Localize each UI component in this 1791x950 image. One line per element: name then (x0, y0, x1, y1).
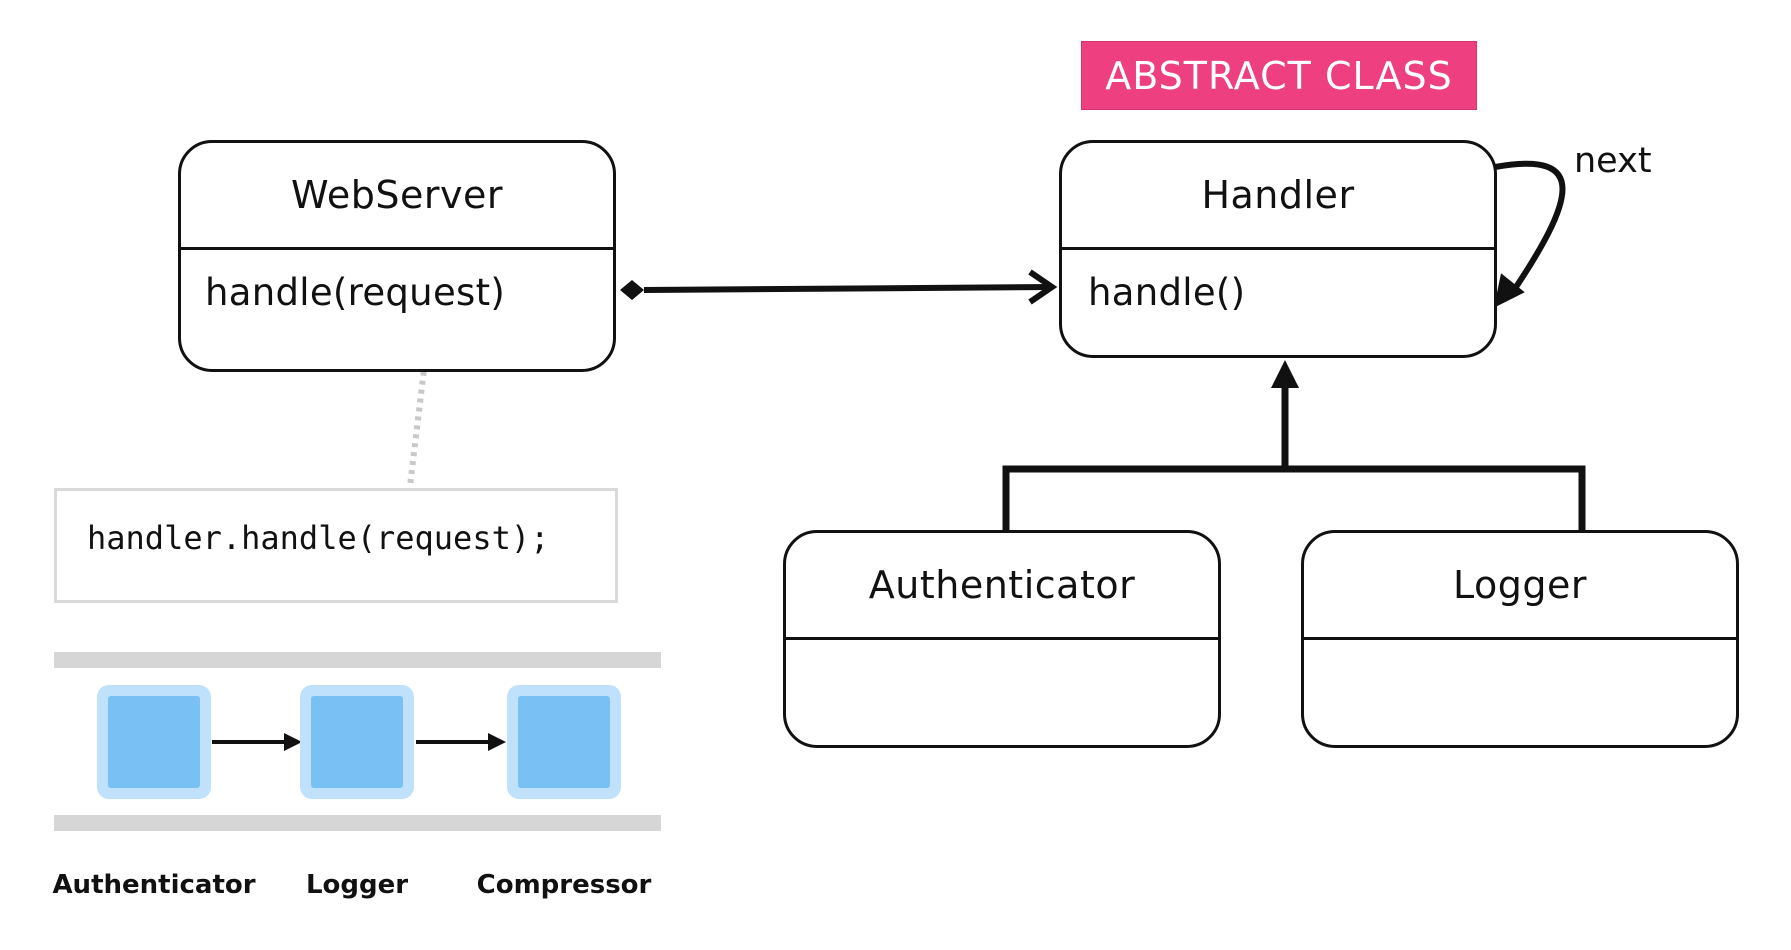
pipeline-label-authenticator: Authenticator (52, 870, 256, 900)
logger-class-title: Logger (1453, 563, 1587, 607)
inheritance-arrowhead (1271, 360, 1299, 388)
authenticator-class-title: Authenticator (868, 563, 1136, 607)
pipeline-arrowhead-1 (284, 733, 302, 751)
pipeline-top-rail (54, 652, 661, 668)
pipeline-node-authenticator (97, 685, 211, 799)
handler-class-divider (1062, 247, 1494, 250)
webserver-method: handle(request) (205, 271, 506, 314)
pipeline-label-logger: Logger (305, 870, 409, 900)
pipeline-bottom-rail (54, 815, 661, 831)
webserver-class-divider (181, 247, 613, 250)
pipeline-label-compressor: Compressor (476, 870, 652, 900)
logger-class: Logger (1301, 530, 1739, 748)
code-note: handler.handle(request); (54, 488, 618, 603)
composition-arrow (643, 287, 1052, 290)
handler-method: handle() (1088, 271, 1246, 314)
next-label: next (1574, 141, 1652, 181)
composition-diamond (620, 280, 644, 300)
webserver-class: WebServer handle(request) (178, 140, 616, 372)
pipeline-arrowhead-2 (488, 733, 506, 751)
handler-class-title: Handler (1201, 173, 1355, 217)
next-self-link (1494, 160, 1566, 298)
composition-arrowhead (1028, 269, 1058, 305)
abstract-class-badge: ABSTRACT CLASS (1081, 41, 1477, 110)
code-note-text: handler.handle(request); (87, 519, 550, 557)
webserver-class-title: WebServer (291, 173, 503, 217)
pipeline-node-compressor (507, 685, 621, 799)
handler-class: Handler handle() (1059, 140, 1497, 358)
authenticator-class-divider (786, 637, 1218, 640)
authenticator-class: Authenticator (783, 530, 1221, 748)
inheritance-branch (1002, 465, 1586, 530)
next-arrowhead (1493, 273, 1525, 308)
pipeline-node-logger (300, 685, 414, 799)
logger-class-divider (1304, 637, 1736, 640)
note-connector (407, 335, 431, 487)
